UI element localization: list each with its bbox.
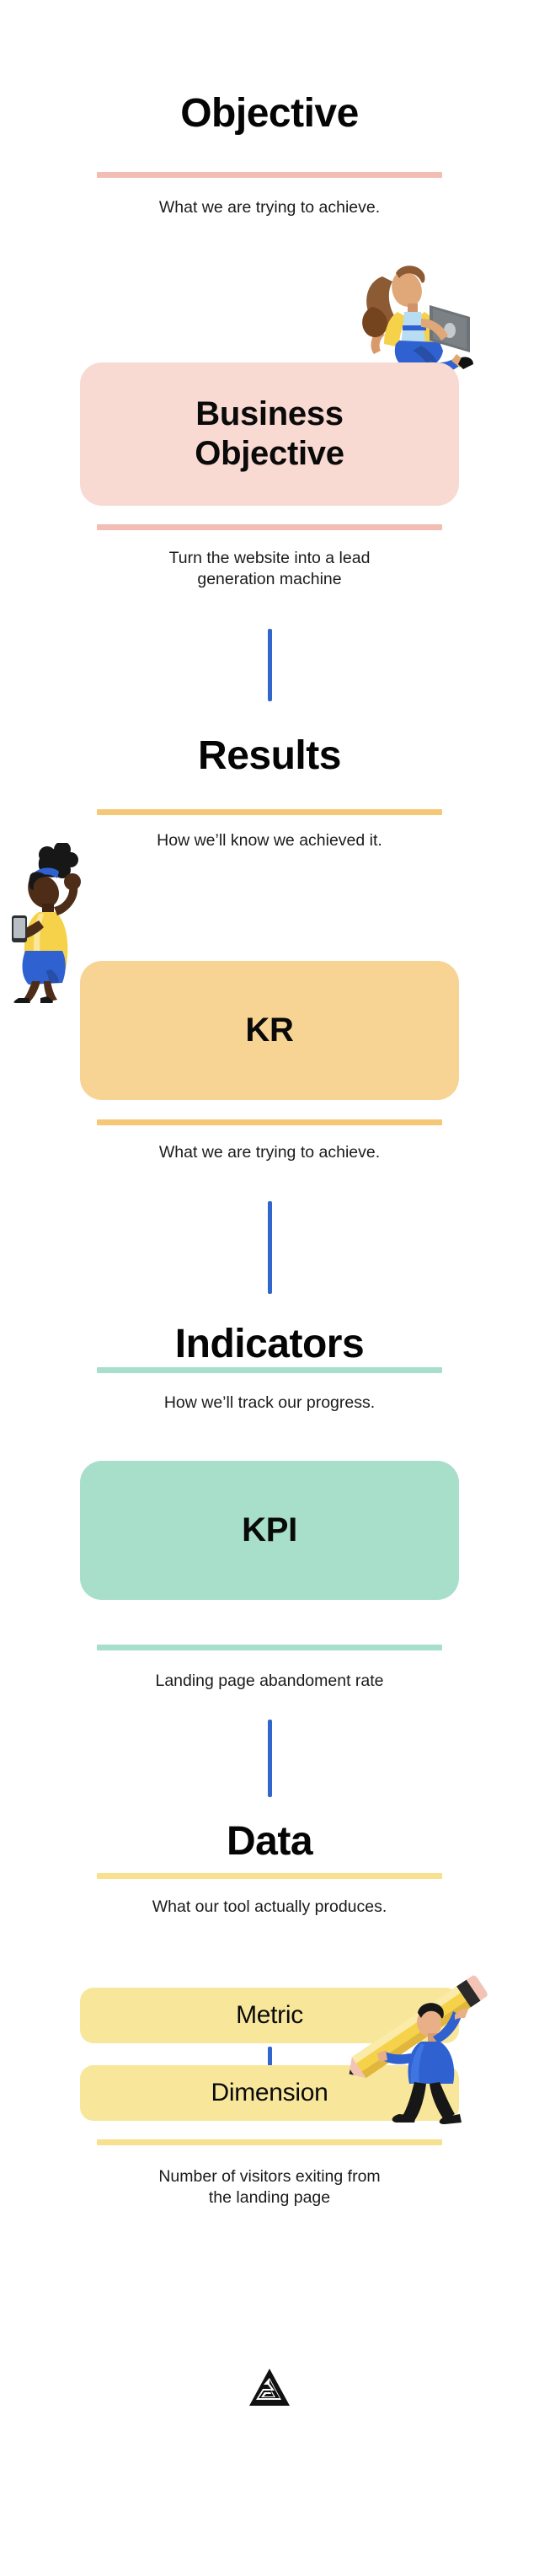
woman-cheering-with-phone-illustration — [10, 843, 128, 1003]
indicators-heading: Indicators — [174, 1322, 365, 1366]
objective-description: Turn the website into a lead generation … — [0, 548, 539, 590]
kr-box[interactable]: KR — [80, 961, 459, 1100]
business-objective-label: Business Objective — [195, 394, 344, 474]
indicators-caption: How we’ll track our progress. — [163, 1393, 376, 1412]
business-objective-line-1: Business — [195, 394, 344, 432]
business-objective-box[interactable]: Business Objective — [80, 362, 459, 506]
results-description: What we are trying to achieve. — [158, 1143, 381, 1162]
indicators-description: Landing page abandoment rate — [155, 1672, 384, 1690]
kpi-divider — [97, 1645, 442, 1650]
delta-triangle-logo — [249, 2369, 290, 2406]
kpi-box[interactable]: KPI — [80, 1461, 459, 1600]
connector-objective-to-results — [268, 629, 272, 701]
kr-label: KR — [245, 1011, 294, 1049]
objective-heading: Objective — [180, 91, 359, 136]
business-objective-divider — [97, 524, 442, 530]
data-heading: Data — [226, 1819, 313, 1864]
objective-divider — [97, 172, 442, 178]
objective-description-line-1: Turn the website into a lead — [168, 549, 371, 567]
results-heading: Results — [198, 733, 341, 778]
business-objective-line-2: Objective — [195, 435, 344, 472]
data-description: Number of visitors exiting from the land… — [0, 2166, 539, 2208]
results-caption: How we’ll know we achieved it. — [157, 831, 382, 850]
dimension-label: Dimension — [211, 2079, 328, 2107]
objective-description-line-2: generation machine — [197, 569, 342, 588]
data-description-line-2: the landing page — [208, 2187, 331, 2207]
metric-label: Metric — [236, 2001, 303, 2030]
connector-results-to-indicators — [268, 1201, 272, 1294]
objective-caption: What we are trying to achieve. — [158, 198, 381, 217]
results-divider — [97, 809, 442, 815]
data-caption: What our tool actually produces. — [152, 1897, 387, 1916]
kr-divider — [97, 1119, 442, 1125]
connector-metric-to-dimension — [268, 2047, 272, 2067]
dimension-divider — [97, 2139, 442, 2145]
connector-indicators-to-data — [268, 1720, 272, 1797]
dimension-box[interactable]: Dimension — [80, 2065, 459, 2121]
data-divider — [97, 1873, 442, 1879]
indicators-divider — [97, 1367, 442, 1373]
data-description-line-1: Number of visitors exiting from — [158, 2167, 381, 2186]
man-with-pencil-illustration — [337, 1972, 497, 2124]
kpi-label: KPI — [242, 1511, 297, 1548]
